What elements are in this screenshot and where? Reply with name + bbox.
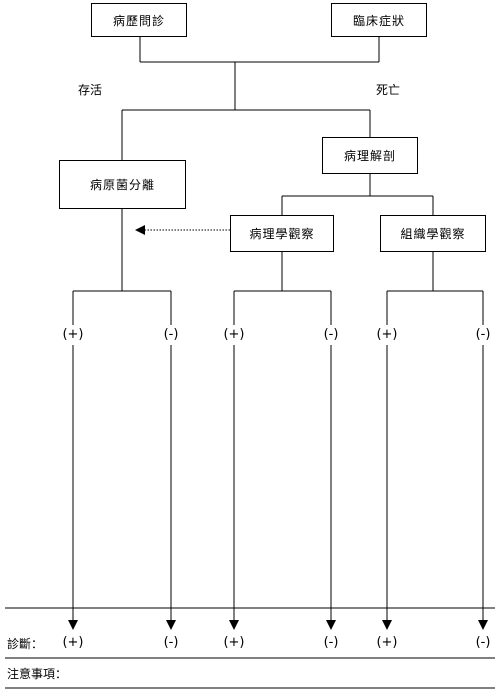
pathology-positive: (+) xyxy=(223,327,245,342)
isolation-negative: (-) xyxy=(163,327,179,342)
pathology-box: 病理學觀察 xyxy=(230,215,334,252)
histology-negative: (-) xyxy=(475,327,491,342)
survive-label: 存活 xyxy=(78,83,103,97)
history-box: 病歷問診 xyxy=(91,3,187,37)
diagnosis-label: 診斷： xyxy=(7,637,44,651)
diagnosis-negative-2: (-) xyxy=(323,635,339,650)
isolation-box: 病原菌分離 xyxy=(59,160,186,209)
autopsy-box: 病理解剖 xyxy=(322,137,418,174)
histology-box: 組織學觀察 xyxy=(380,215,486,252)
histology-positive: (+) xyxy=(376,327,398,342)
diagnosis-positive-3: (+) xyxy=(376,635,398,650)
diagnosis-positive-1: (+) xyxy=(62,635,84,650)
diagnosis-negative-3: (-) xyxy=(475,635,491,650)
notes-label: 注意事項： xyxy=(7,667,68,681)
symptoms-box: 臨床症狀 xyxy=(331,3,427,37)
isolation-positive: (+) xyxy=(62,327,84,342)
death-label: 死亡 xyxy=(376,83,401,97)
diagnosis-negative-1: (-) xyxy=(163,635,179,650)
diagnosis-positive-2: (+) xyxy=(223,635,245,650)
pathology-negative: (-) xyxy=(323,327,339,342)
